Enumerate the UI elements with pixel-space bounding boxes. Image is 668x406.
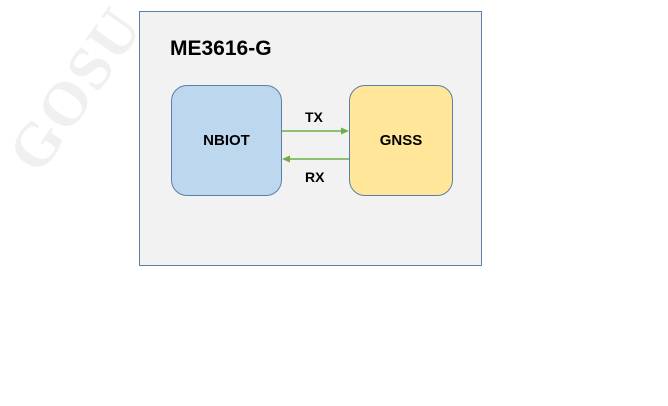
tx-arrow bbox=[282, 127, 349, 135]
watermark: GOSU bbox=[0, 0, 157, 185]
nbiot-label: NBIOT bbox=[203, 132, 250, 149]
rx-label: RX bbox=[305, 169, 325, 185]
module-box: ME3616-G NBIOT GNSS TX RX bbox=[139, 11, 482, 266]
tx-label: TX bbox=[305, 109, 323, 125]
gnss-label: GNSS bbox=[379, 132, 423, 149]
rx-arrow bbox=[282, 155, 349, 163]
signal-arrows bbox=[282, 127, 349, 163]
gnss-block: GNSS bbox=[349, 85, 453, 196]
nbiot-block: NBIOT bbox=[171, 85, 282, 196]
module-title: ME3616-G bbox=[170, 37, 272, 60]
